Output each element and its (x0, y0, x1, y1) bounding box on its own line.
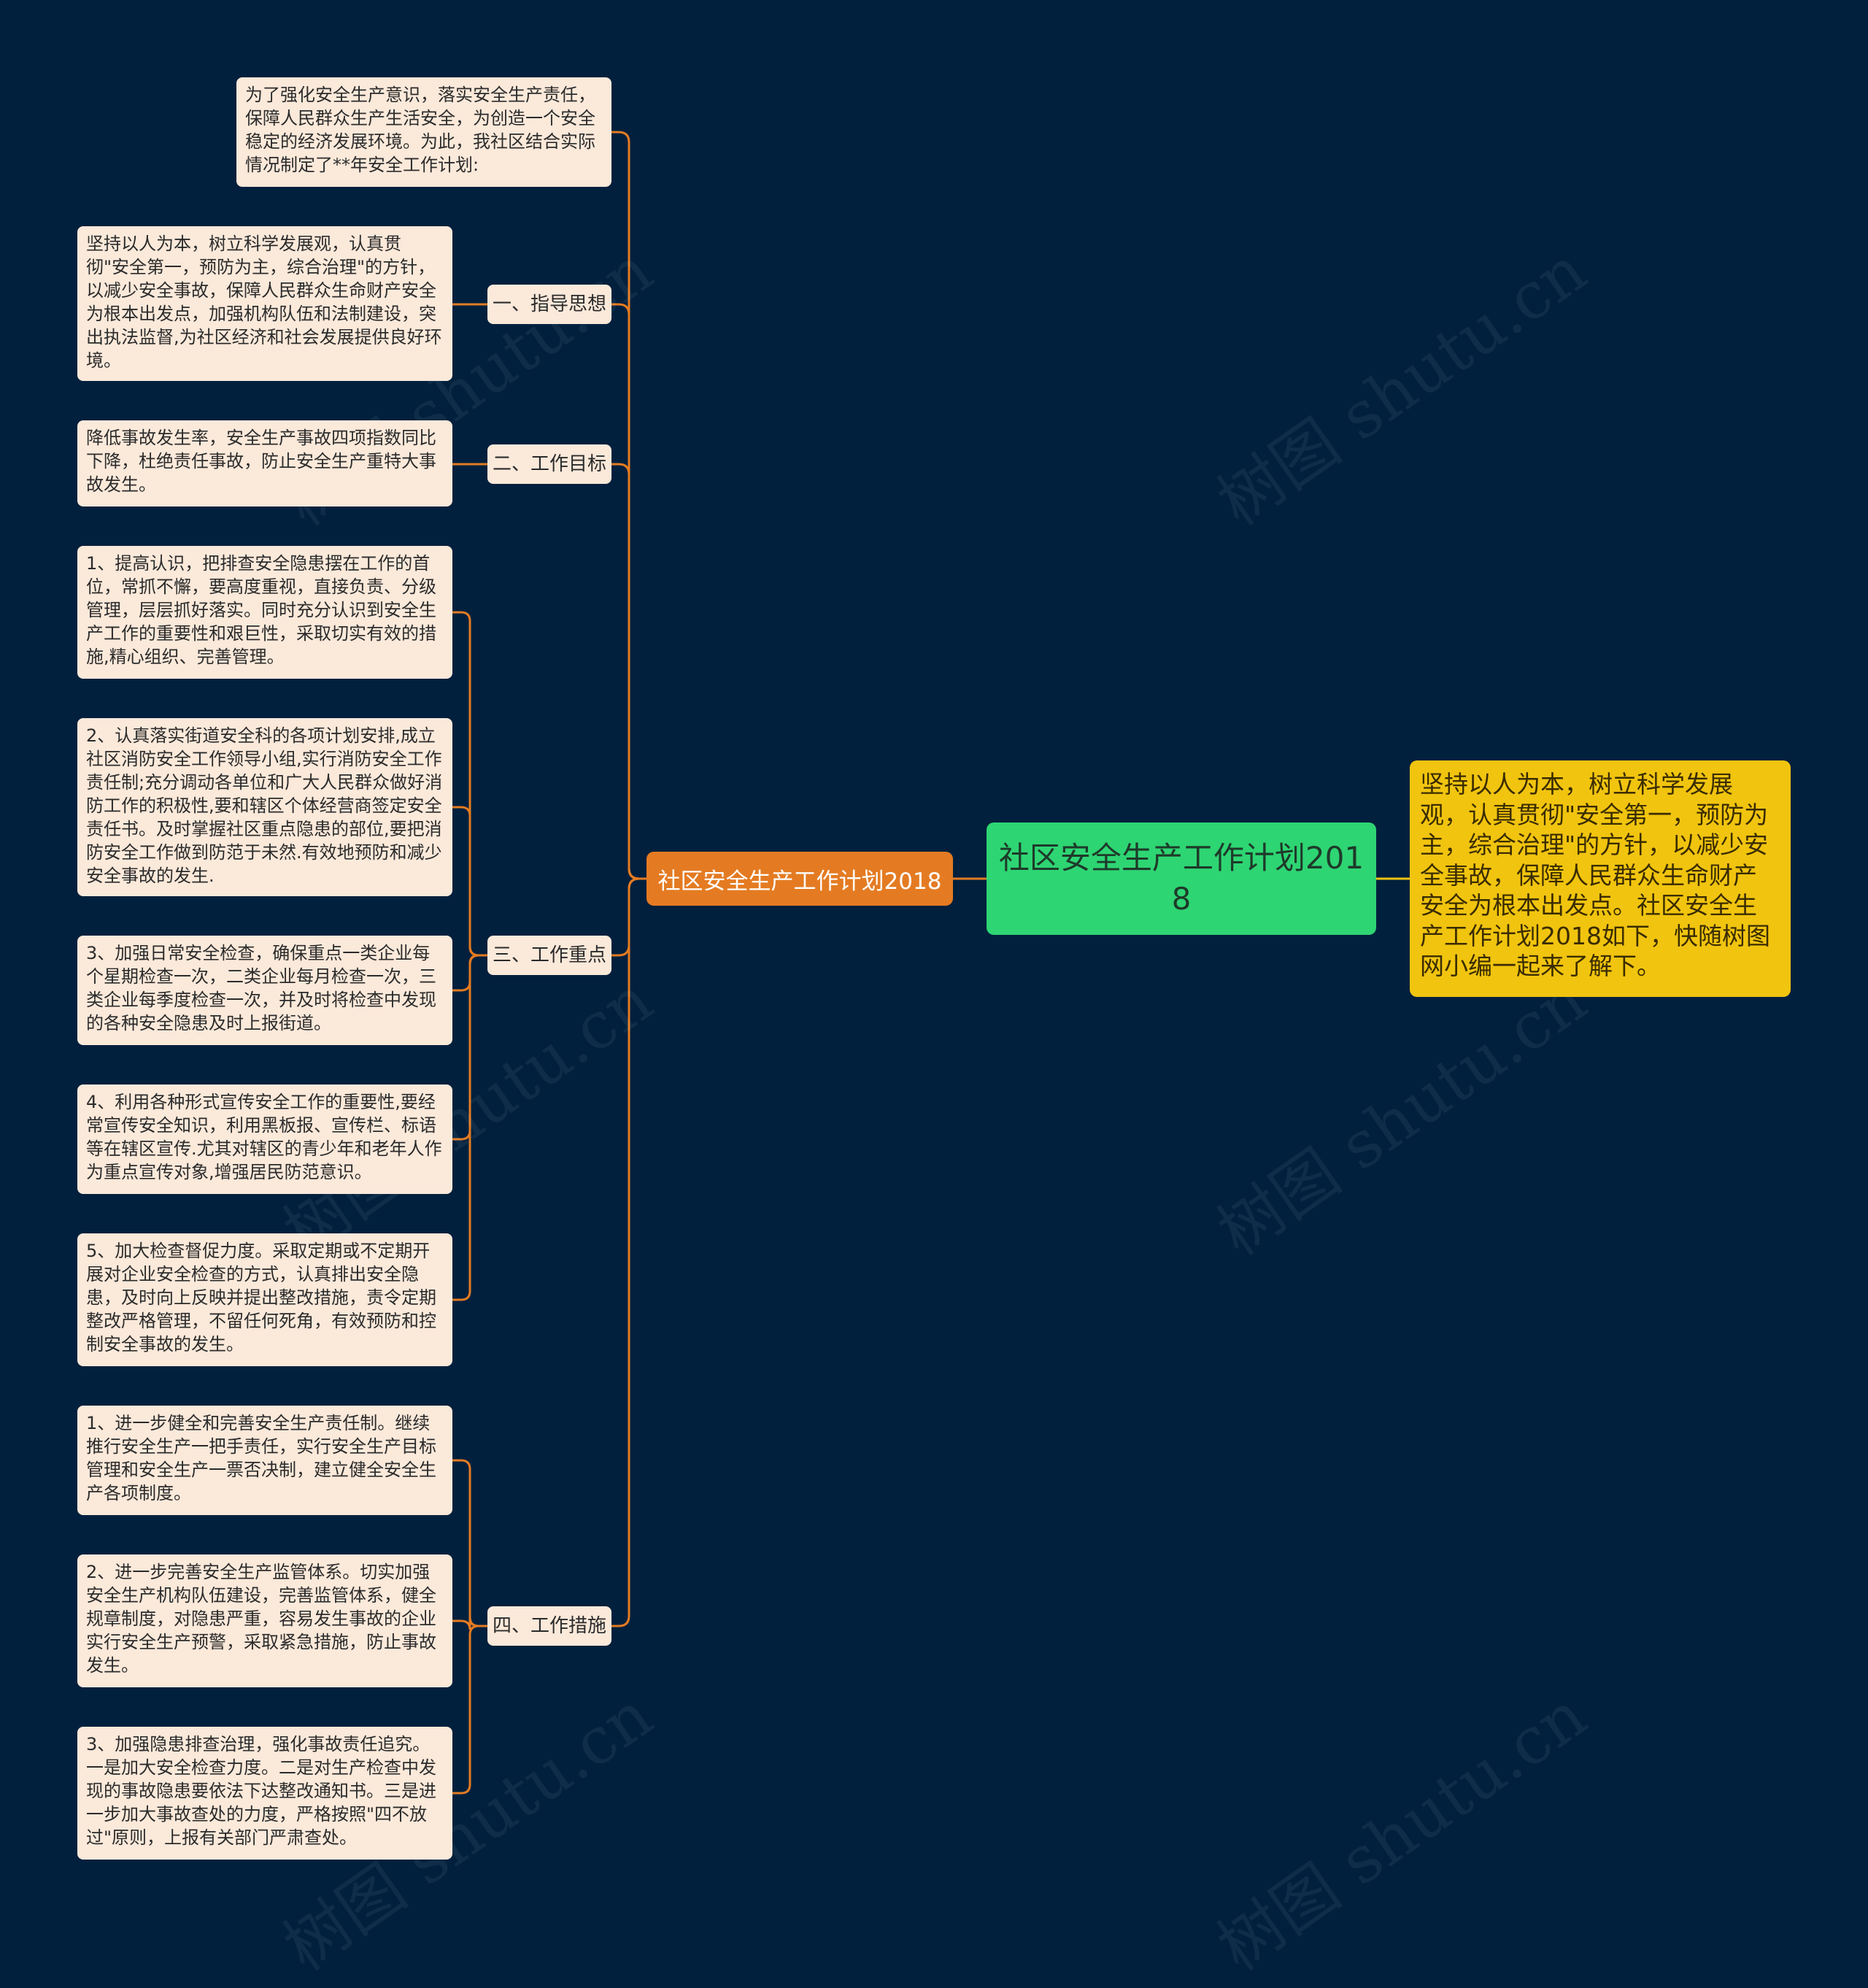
summary-node[interactable]: 坚持以人为本，树立科学发展观，认真贯彻"安全第一，预防为主，综合治理"的方针，以… (1410, 760, 1791, 997)
intro-node[interactable]: 为了强化安全生产意识，落实安全生产责任，保障人民群众生产生活安全，为创造一个安全… (236, 77, 611, 187)
leaf-node[interactable]: 5、加大检查督促力度。采取定期或不定期开展对企业安全检查的方式，认真排出安全隐患… (77, 1233, 452, 1366)
root-topic[interactable]: 社区安全生产工作计划2018 (987, 822, 1376, 935)
section-label: 一、指导思想 (492, 293, 606, 315)
root-topic-label: 社区安全生产工作计划2018 (998, 840, 1365, 917)
leaf-node[interactable]: 3、加强日常安全检查，确保重点一类企业每个星期检查一次，二类企业每月检查一次，三… (77, 936, 452, 1045)
leaf-text: 2、进一步完善安全生产监管体系。切实加强安全生产机构队伍建设，完善监管体系，健全… (86, 1562, 436, 1676)
section-label: 二、工作目标 (492, 453, 606, 475)
section-guiding-principle[interactable]: 一、指导思想 (487, 285, 611, 324)
connector-section-leaf (452, 806, 487, 957)
connector-section-leaf (452, 1617, 487, 1630)
intro-text: 为了强化安全生产意识，落实安全生产责任，保障人民群众生产生活安全，为创造一个安全… (245, 85, 595, 175)
summary-text: 坚持以人为本，树立科学发展观，认真贯彻"安全第一，预防为主，综合治理"的方针，以… (1420, 770, 1770, 980)
connector-section-leaf (452, 954, 487, 1301)
connector-lines (452, 131, 1410, 1795)
leaf-node[interactable]: 坚持以人为本，树立科学发展观，认真贯彻"安全第一，预防为主，综合治理"的方针，以… (77, 226, 452, 381)
leaf-text: 3、加强隐患排查治理，强化事故责任追究。一是加大安全检查力度。二是对生产检查中发… (86, 1734, 436, 1848)
leaf-node[interactable]: 1、提高认识，把排查安全隐患摆在工作的首位，常抓不懈，要高度重视，直接负责、分级… (77, 546, 452, 679)
connector-branch-child (611, 877, 647, 1627)
connector-section-leaf (452, 1625, 487, 1795)
leaf-text: 1、提高认识，把排查安全隐患摆在工作的首位，常抓不懈，要高度重视，直接负责、分级… (86, 553, 436, 667)
connector-section-leaf (452, 1459, 487, 1627)
main-branch-label: 社区安全生产工作计划2018 (657, 868, 942, 895)
leaf-text: 降低事故发生率，安全生产事故四项指数同比下降，杜绝责任事故，防止安全生产重特大事… (86, 428, 436, 495)
leaf-node[interactable]: 降低事故发生率，安全生产事故四项指数同比下降，杜绝责任事故，防止安全生产重特大事… (77, 420, 452, 506)
leaf-text: 2、认真落实街道安全科的各项计划安排,成立社区消防安全工作领导小组,实行消防安全… (86, 725, 443, 886)
leaf-node[interactable]: 1、进一步健全和完善安全生产责任制。继续推行安全生产一把手责任，实行安全生产目标… (77, 1406, 452, 1515)
connector-branch-child (611, 463, 647, 880)
section-work-measures[interactable]: 四、工作措施 (487, 1606, 611, 1646)
leaf-text: 坚持以人为本，树立科学发展观，认真贯彻"安全第一，预防为主，综合治理"的方针，以… (86, 234, 442, 371)
leaf-text: 5、加大检查督促力度。采取定期或不定期开展对企业安全检查的方式，认真排出安全隐患… (86, 1241, 436, 1355)
leaf-node[interactable]: 3、加强隐患排查治理，强化事故责任追究。一是加大安全检查力度。二是对生产检查中发… (77, 1727, 452, 1860)
leaf-text: 3、加强日常安全检查，确保重点一类企业每个星期检查一次，二类企业每月检查一次，三… (86, 943, 436, 1033)
leaf-node[interactable]: 2、进一步完善安全生产监管体系。切实加强安全生产机构队伍建设，完善监管体系，健全… (77, 1554, 452, 1687)
section-work-goal[interactable]: 二、工作目标 (487, 444, 611, 484)
section-label: 三、工作重点 (492, 944, 606, 966)
leaf-node[interactable]: 2、认真落实街道安全科的各项计划安排,成立社区消防安全工作领导小组,实行消防安全… (77, 718, 452, 896)
main-branch-node[interactable]: 社区安全生产工作计划2018 (647, 852, 953, 906)
section-label: 四、工作措施 (492, 1615, 606, 1637)
section-work-focus[interactable]: 三、工作重点 (487, 936, 611, 975)
leaf-text: 4、利用各种形式宣传安全工作的重要性,要经常宣传安全知识，利用黑板报、宣传栏、标… (86, 1092, 442, 1182)
leaf-text: 1、进一步健全和完善安全生产责任制。继续推行安全生产一把手责任，实行安全生产目标… (86, 1413, 436, 1503)
leaf-node[interactable]: 4、利用各种形式宣传安全工作的重要性,要经常宣传安全知识，利用黑板报、宣传栏、标… (77, 1084, 452, 1194)
